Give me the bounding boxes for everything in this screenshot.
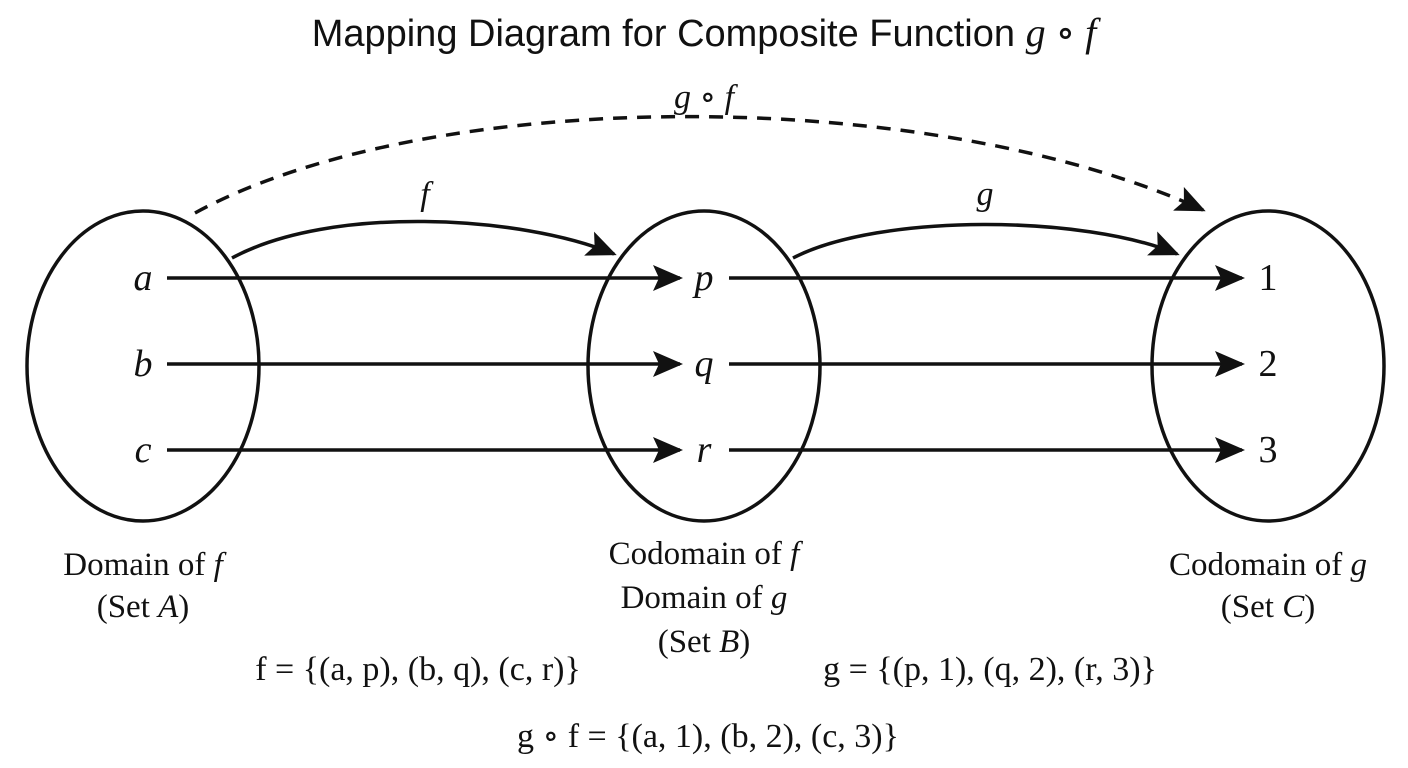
set-c-caption-line1: Codomain of g xyxy=(1169,547,1367,583)
set-b-ellipse xyxy=(586,209,822,523)
set-b-caption-line2: Domain of g xyxy=(621,580,788,616)
set-c-element: 3 xyxy=(1259,429,1278,471)
set-b-element: q xyxy=(695,343,714,385)
set-a-ellipse xyxy=(25,209,261,523)
set-a-element: a xyxy=(134,257,153,299)
set-b-caption-line1: Codomain of f xyxy=(609,536,803,572)
set-b-element: p xyxy=(692,257,714,299)
g-arc xyxy=(792,222,1180,260)
set-b-element: r xyxy=(697,429,712,471)
set-a-element: b xyxy=(134,343,153,385)
composite-arc-label: g ∘ f xyxy=(674,79,739,116)
composite-arc xyxy=(194,114,1206,215)
set-b-caption-line3: (Set B) xyxy=(658,624,751,660)
g-arc-label: g xyxy=(977,176,994,213)
set-a-element: c xyxy=(135,429,152,471)
set-c-caption-line2: (Set C) xyxy=(1221,589,1315,625)
f-arc-label: f xyxy=(420,176,434,213)
set-a-caption-line1: Domain of f xyxy=(63,547,226,583)
title-function: g ∘ f xyxy=(1026,10,1102,55)
set-c-element: 2 xyxy=(1259,343,1278,385)
set-c-element: 1 xyxy=(1259,257,1278,299)
f-arc xyxy=(231,219,617,260)
gof-equation: g ∘ f = {(a, 1), (b, 2), (c, 3)} xyxy=(517,718,899,755)
set-a-caption-line2: (Set A) xyxy=(97,589,190,625)
set-c-ellipse xyxy=(1150,209,1386,523)
title-text: Mapping Diagram for Composite Function xyxy=(312,13,1026,55)
page-title: Mapping Diagram for Composite Function g… xyxy=(312,10,1101,55)
g-equation: g = {(p, 1), (q, 2), (r, 3)} xyxy=(823,651,1157,688)
f-equation: f = {(a, p), (b, q), (c, r)} xyxy=(255,651,581,688)
